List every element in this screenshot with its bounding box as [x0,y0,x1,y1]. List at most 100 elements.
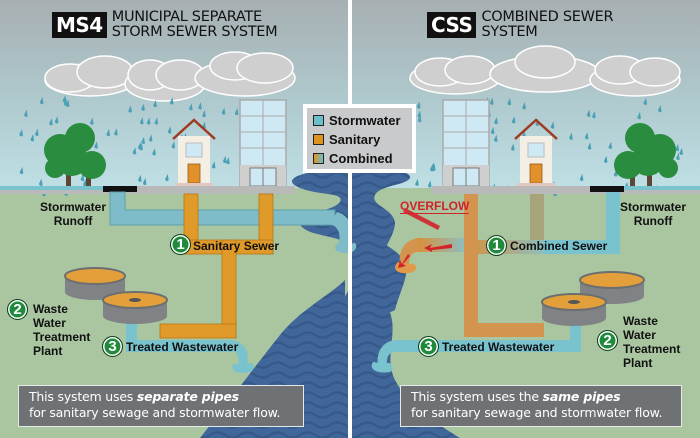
legend-item-stormwater: Stormwater [313,111,406,130]
rain-drop [154,117,159,125]
treated-pipe-left [126,322,254,373]
sanitary-pipe-left [159,193,274,339]
rain-drop [62,95,67,103]
rain-drop [415,178,419,186]
rain-drop [169,97,174,105]
rain-drop [490,97,494,105]
step-2-badge-right: 2 [597,330,618,351]
rain-drop [603,155,608,163]
rain-drop [416,101,421,109]
street-left [0,186,295,194]
rain-drop [643,97,648,105]
rain-drop [148,134,153,142]
clouds-left [44,51,296,102]
building-right [442,99,490,189]
label-stormwater-runoff-right: Stormwater Runoff [620,200,687,228]
rain-drop [19,166,24,175]
rain-drop [658,104,662,113]
rain-drop [138,174,142,182]
title-ms4-line2: STORM SEWER SYSTEM [111,24,278,40]
rain-drop [189,103,193,111]
rain-drop [676,152,680,161]
storm-drain-left [103,186,137,192]
rain-drop [221,107,226,115]
rain-drop [39,96,44,105]
street-right [432,186,700,194]
rain-drop [511,116,516,124]
title-css-line2: SYSTEM [481,24,538,40]
rain-drop [167,126,172,134]
rain-drop [30,134,35,142]
note-css-emphasis: same pipes [542,389,621,404]
rain-drop [83,178,87,187]
rain-drop [587,142,592,150]
rain-drop [417,114,422,123]
house-right [514,118,558,188]
rain-drop [679,147,683,155]
step-3-badge-right: 3 [418,336,439,357]
step-1-badge-left: 1 [170,234,191,255]
rain-drop [19,129,23,137]
rain-drop [223,155,227,164]
rain-drop [234,107,239,116]
rain-drop [146,117,151,125]
title-css-line1: COMBINED SEWER [481,9,614,25]
treated-pipe-right [371,322,581,373]
rain-drop [511,143,515,151]
rain-drop [675,143,680,152]
label-wastewater-plant-right: Waste Water Treatment Plant [623,314,681,370]
house-left [172,118,216,188]
rain-drop [141,103,145,111]
rain-drop [592,111,596,119]
treatment-plant-right [541,271,645,326]
stormwater-swatch-icon [313,115,324,126]
storm-drain-right [590,186,624,192]
label-wastewater-plant-left: Waste Water Treatment Plant [33,302,91,358]
rain-drop [211,161,216,169]
rain-drop [35,128,39,136]
label-overflow: OVERFLOW [400,199,470,214]
sanitary-swatch-icon [313,134,324,145]
combined-pipe-right [395,194,544,337]
step-1-badge-right: 1 [486,235,507,256]
rain-drop [550,121,555,129]
rain-drop [63,98,68,106]
legend-item-combined: Combined [313,149,406,168]
step-3-badge-left: 3 [102,336,123,357]
note-ms4-emphasis: separate pipes [136,389,239,404]
rain-drop [226,157,230,165]
rain-drop [494,117,498,125]
label-sanitary-sewer: Sanitary Sewer [193,239,280,253]
rain-drop [138,142,142,150]
rain-drop [49,118,53,126]
rain-drop [586,109,591,117]
rain-drop [153,99,157,108]
rain-drop [431,162,435,170]
note-ms4: This system uses separate pipes for sani… [18,385,304,427]
rain-drop [579,173,584,181]
rain-drop [114,128,118,136]
title-css: CSS COMBINED SEWER SYSTEM [427,9,614,40]
rain-drop [490,126,495,135]
rain-drop [132,147,137,155]
rain-drop [141,136,145,144]
rain-drop [106,128,111,137]
treatment-plant-left [64,267,168,324]
rain-drop [202,110,206,118]
rain-drop [198,102,202,110]
rain-drop [637,111,641,120]
combined-swatch-icon [313,153,324,164]
rain-drop [507,98,512,106]
rain-drop [522,102,526,110]
rain-drop [165,173,169,182]
label-combined-sewer: Combined Sewer [510,239,608,253]
rain-drop [569,132,573,140]
tree-right [614,123,678,188]
rain-drop [142,177,147,186]
note-css: This system uses the same pipes for sani… [400,385,682,427]
rain-drop [584,132,589,140]
badge-ms4: MS4 [52,12,107,38]
legend: Stormwater Sanitary Combined [303,104,416,173]
rain-drop [427,180,432,188]
